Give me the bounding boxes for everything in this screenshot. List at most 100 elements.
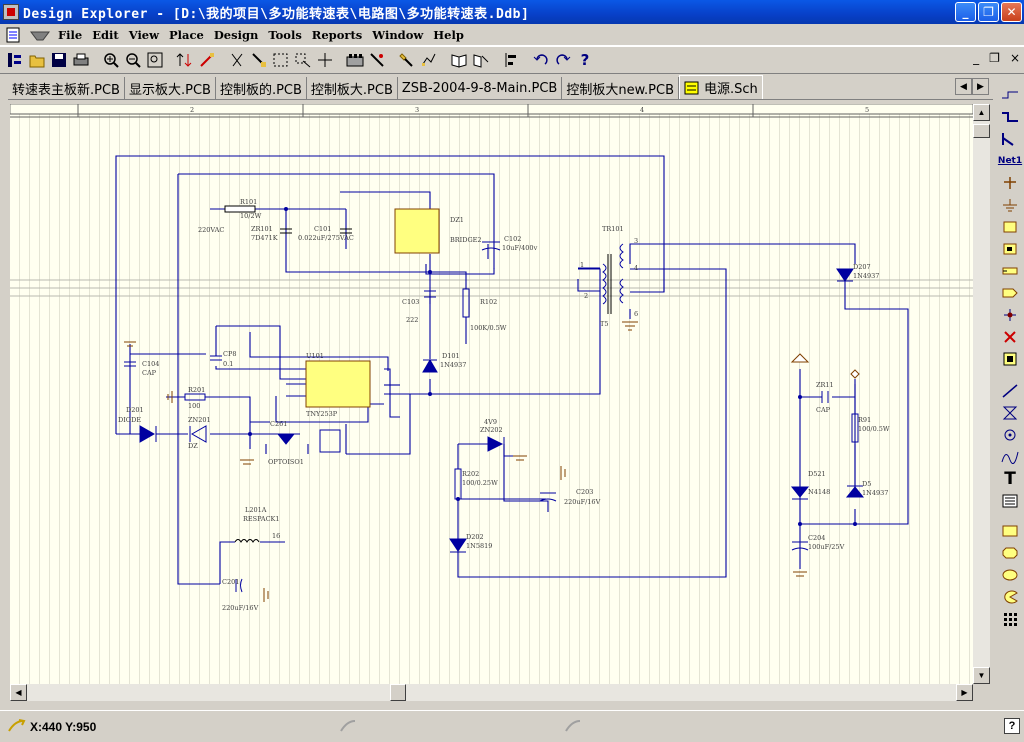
tab-main-board-pcb[interactable]: 转速表主板新.PCB xyxy=(8,77,125,99)
label-d521: D521 xyxy=(808,470,826,478)
port-icon[interactable] xyxy=(999,282,1021,304)
scroll-right-button[interactable]: ▶ xyxy=(956,684,973,701)
tab-display-board-pcb[interactable]: 显示板大.PCB xyxy=(125,77,216,99)
label-c103-value: 222 xyxy=(406,316,418,324)
window-title: Design Explorer - [D:\我的项目\多功能转速表\电路图\多功… xyxy=(23,6,530,22)
help-icon[interactable]: ? xyxy=(580,51,590,69)
menu-place[interactable]: Place xyxy=(169,27,204,42)
label-c201: C201 xyxy=(222,578,239,586)
power-port-icon[interactable] xyxy=(999,172,1021,194)
vertical-scroll-thumb[interactable] xyxy=(973,124,990,138)
schematic-canvas[interactable]: 2 3 4 5 xyxy=(10,104,973,684)
align-icon[interactable] xyxy=(500,49,522,71)
tab-control-board-new-pcb[interactable]: 控制板大new.PCB xyxy=(562,77,679,99)
close-button[interactable]: ✕ xyxy=(1001,2,1022,22)
label-c261: C261 xyxy=(270,420,287,428)
label-c104: C104 xyxy=(142,360,159,368)
menu-file[interactable]: File xyxy=(58,27,83,42)
title-bar: Design Explorer - [D:\我的项目\多功能转速表\电路图\多功… xyxy=(0,0,1024,24)
zoom-out-icon[interactable] xyxy=(122,49,144,71)
save-icon[interactable] xyxy=(48,49,70,71)
horizontal-scrollbar[interactable]: ◀ ▶ xyxy=(10,684,973,701)
line-icon[interactable] xyxy=(999,380,1021,402)
pcb-layout-icon[interactable] xyxy=(999,348,1021,370)
menu-reports[interactable]: Reports xyxy=(311,27,363,42)
maximize-button[interactable]: ❐ xyxy=(978,2,999,22)
label-tr101: TR101 xyxy=(602,225,624,233)
scroll-up-button[interactable]: ▲ xyxy=(973,104,990,121)
tab-scroll-left-button[interactable]: ◀ xyxy=(955,78,972,95)
sheet-entry-icon[interactable] xyxy=(999,260,1021,282)
menu-window[interactable]: Window xyxy=(372,27,424,42)
book-icon[interactable] xyxy=(448,49,470,71)
wiring-tools-palette: Net1 T xyxy=(996,84,1024,704)
rounded-rectangle-icon[interactable] xyxy=(999,542,1021,564)
up-down-hierarchy-icon[interactable] xyxy=(174,49,196,71)
design-manager-icon[interactable] xyxy=(4,49,26,71)
wire-icon[interactable] xyxy=(999,84,1021,106)
move-icon[interactable] xyxy=(314,49,336,71)
label-d207: D207 xyxy=(853,263,871,271)
select-area-icon[interactable] xyxy=(270,49,292,71)
scroll-left-button[interactable]: ◀ xyxy=(10,684,27,701)
book-browse-icon[interactable] xyxy=(470,49,492,71)
help-status-icon[interactable]: ? xyxy=(1004,718,1020,734)
bus-entry-icon[interactable] xyxy=(999,128,1021,150)
browse-library-icon[interactable] xyxy=(366,49,388,71)
text-icon[interactable]: T xyxy=(1004,469,1016,489)
label-u101: U101 xyxy=(306,352,324,360)
library-icon[interactable] xyxy=(344,49,366,71)
tab-scroll-right-button[interactable]: ▶ xyxy=(972,78,989,95)
tab-control-board-large-pcb[interactable]: 控制板大.PCB xyxy=(307,77,398,99)
junction-icon[interactable] xyxy=(999,304,1021,326)
open-folder-icon[interactable] xyxy=(26,49,48,71)
ground-port-icon[interactable] xyxy=(999,194,1021,216)
minimize-button[interactable]: _ xyxy=(955,2,976,22)
redo-icon[interactable] xyxy=(552,49,574,71)
menu-help[interactable]: Help xyxy=(433,27,464,42)
rectangle-icon[interactable] xyxy=(999,520,1021,542)
undo-icon[interactable] xyxy=(530,49,552,71)
vertical-scrollbar[interactable]: ▲ ▼ xyxy=(973,104,990,684)
bus-icon[interactable] xyxy=(999,106,1021,128)
arrow-down-icon[interactable] xyxy=(27,24,53,46)
tab-zsb-main-pcb[interactable]: ZSB-2004-9-8-Main.PCB xyxy=(398,77,563,99)
scroll-down-button[interactable]: ▼ xyxy=(973,667,990,684)
zoom-fit-icon[interactable] xyxy=(144,49,166,71)
paste-icon[interactable] xyxy=(248,49,270,71)
print-icon[interactable] xyxy=(70,49,92,71)
component-labels: R101 10/2W 220VAC ZR101 7D471K C101 0.02… xyxy=(118,198,890,612)
no-erc-icon[interactable] xyxy=(999,326,1021,348)
bezier-icon[interactable] xyxy=(999,446,1021,468)
hourglass-icon[interactable] xyxy=(999,402,1021,424)
mdi-restore-button[interactable]: ❐ xyxy=(989,51,1000,65)
ellipse-icon[interactable] xyxy=(999,564,1021,586)
label-c103: C103 xyxy=(402,298,419,306)
tab-control-board-pcb[interactable]: 控制板的.PCB xyxy=(216,77,307,99)
document-icon[interactable] xyxy=(5,27,23,43)
wire-tool-icon[interactable] xyxy=(418,49,440,71)
text-frame-icon[interactable] xyxy=(999,490,1021,512)
part-icon[interactable] xyxy=(999,216,1021,238)
tools-icon[interactable] xyxy=(396,49,418,71)
menu-edit[interactable]: Edit xyxy=(92,27,119,42)
menu-design[interactable]: Design xyxy=(213,27,259,42)
pie-icon[interactable] xyxy=(999,586,1021,608)
cut-icon[interactable] xyxy=(226,49,248,71)
menu-tools[interactable]: Tools xyxy=(268,27,302,42)
menu-view[interactable]: View xyxy=(128,27,160,42)
components xyxy=(124,205,865,602)
mdi-close-button[interactable]: × xyxy=(1009,51,1020,65)
mdi-minimize-button[interactable]: _ xyxy=(973,51,980,65)
zoom-in-icon[interactable] xyxy=(100,49,122,71)
array-icon[interactable] xyxy=(999,608,1021,630)
tab-power-sch[interactable]: 电源.Sch xyxy=(679,75,763,99)
cross-probe-icon[interactable] xyxy=(196,49,218,71)
menu-bar: File Edit View Place Design Tools Report… xyxy=(0,24,1024,65)
horizontal-scroll-thumb[interactable] xyxy=(390,684,406,701)
arc-icon[interactable] xyxy=(999,424,1021,446)
deselect-icon[interactable] xyxy=(292,49,314,71)
label-r201: R201 xyxy=(188,386,205,394)
net-label-icon[interactable]: Net1 xyxy=(997,156,1023,166)
sheet-symbol-icon[interactable] xyxy=(999,238,1021,260)
